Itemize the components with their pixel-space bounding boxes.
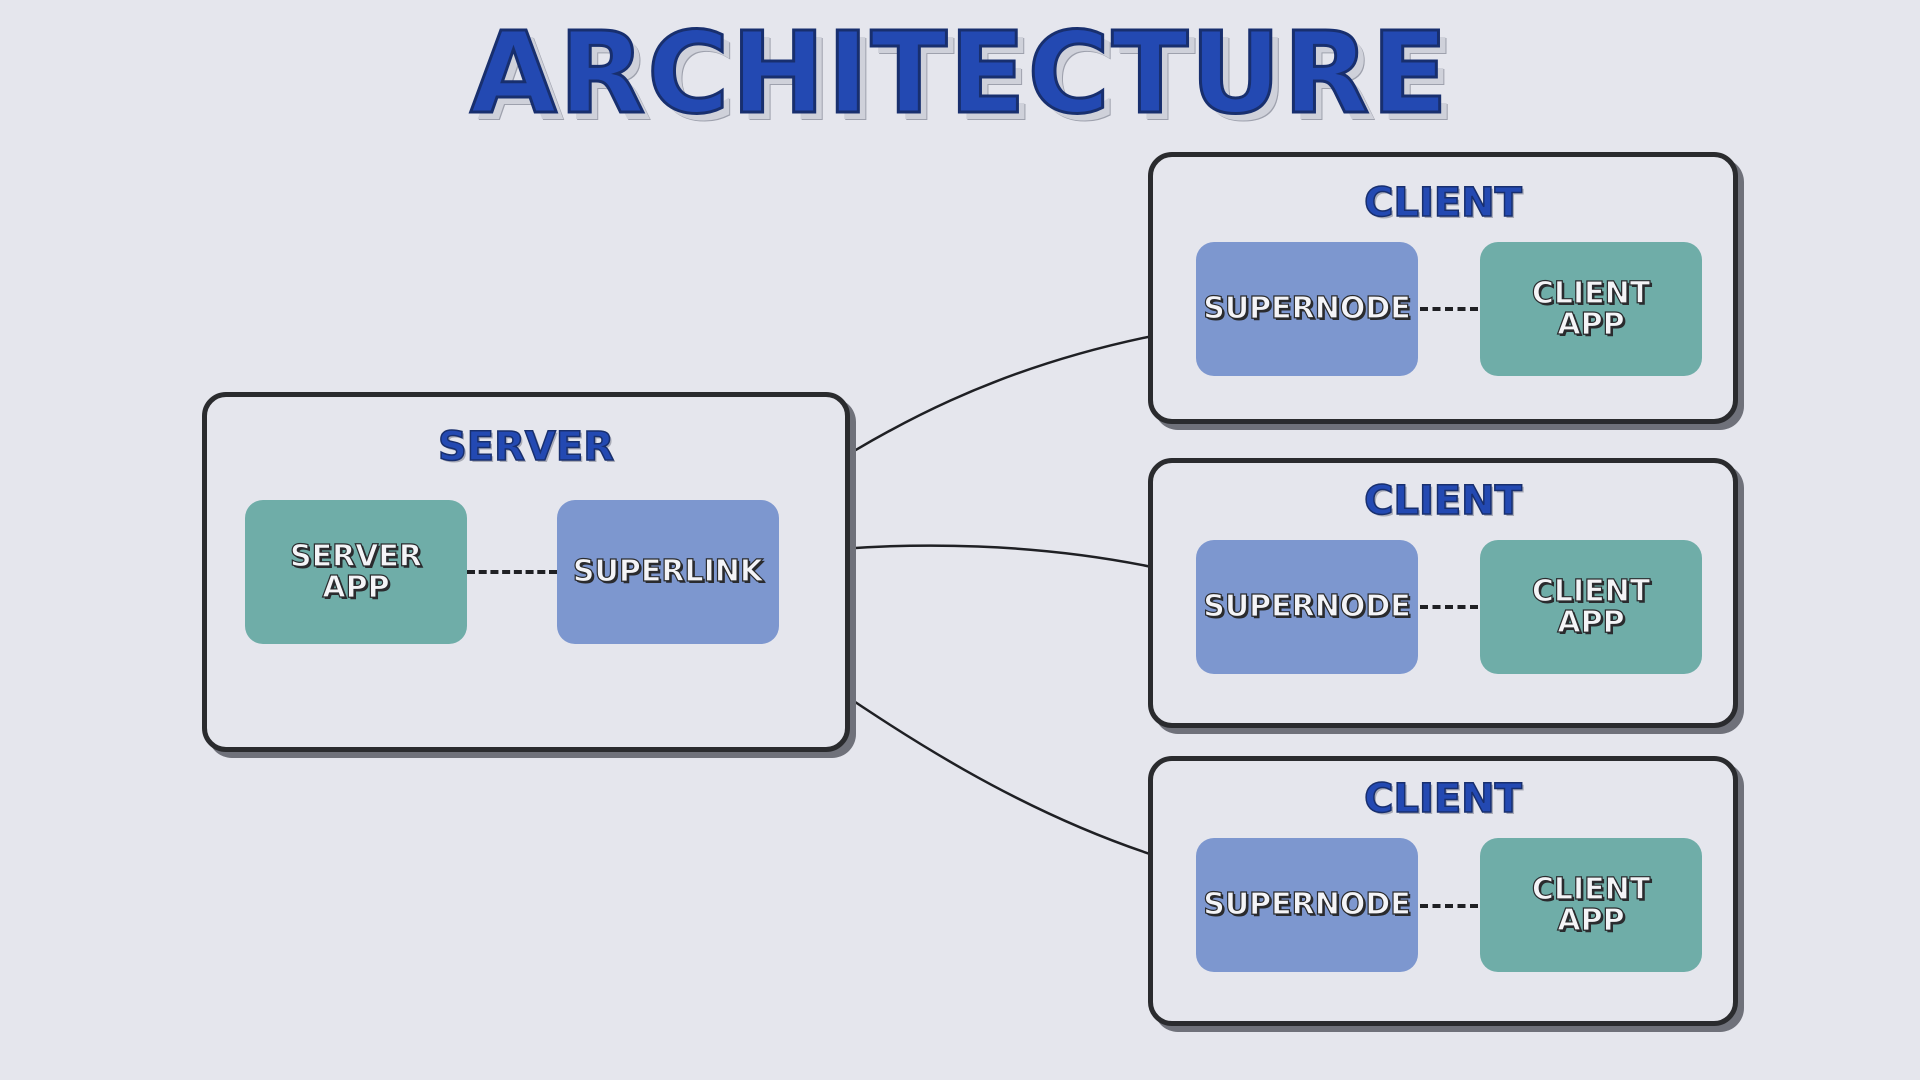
client-3-app-label: CLIENT APP: [1531, 871, 1651, 938]
server-app-superlink-dash: [467, 570, 557, 574]
client-1-supernode: SUPERNODE: [1196, 242, 1418, 376]
client-label-2: CLIENT: [1363, 478, 1522, 524]
client-2-supernode-label: SUPERNODE: [1203, 589, 1412, 625]
diagram-title: ARCHITECTURE: [469, 9, 1450, 139]
superlink-label: SUPERLINK: [572, 554, 764, 590]
superlink-node: SUPERLINK: [557, 500, 779, 644]
server-label: SERVER: [437, 424, 615, 470]
client-3-supernode: SUPERNODE: [1196, 838, 1418, 972]
server-app-label: SERVER APP: [289, 538, 422, 605]
client-label-1: CLIENT: [1363, 180, 1522, 226]
client-3-supernode-label: SUPERNODE: [1203, 887, 1412, 923]
client-2-supernode: SUPERNODE: [1196, 540, 1418, 674]
client-1-supernode-label: SUPERNODE: [1203, 291, 1412, 327]
client-2-dash: [1420, 605, 1478, 609]
client-1-dash: [1420, 307, 1478, 311]
client-2-app: CLIENT APP: [1480, 540, 1702, 674]
client-3-dash: [1420, 904, 1478, 908]
client-2-app-label: CLIENT APP: [1531, 573, 1651, 640]
server-app-node: SERVER APP: [245, 500, 467, 644]
client-label-3: CLIENT: [1363, 776, 1522, 822]
client-1-app: CLIENT APP: [1480, 242, 1702, 376]
client-3-app: CLIENT APP: [1480, 838, 1702, 972]
client-1-app-label: CLIENT APP: [1531, 275, 1651, 342]
